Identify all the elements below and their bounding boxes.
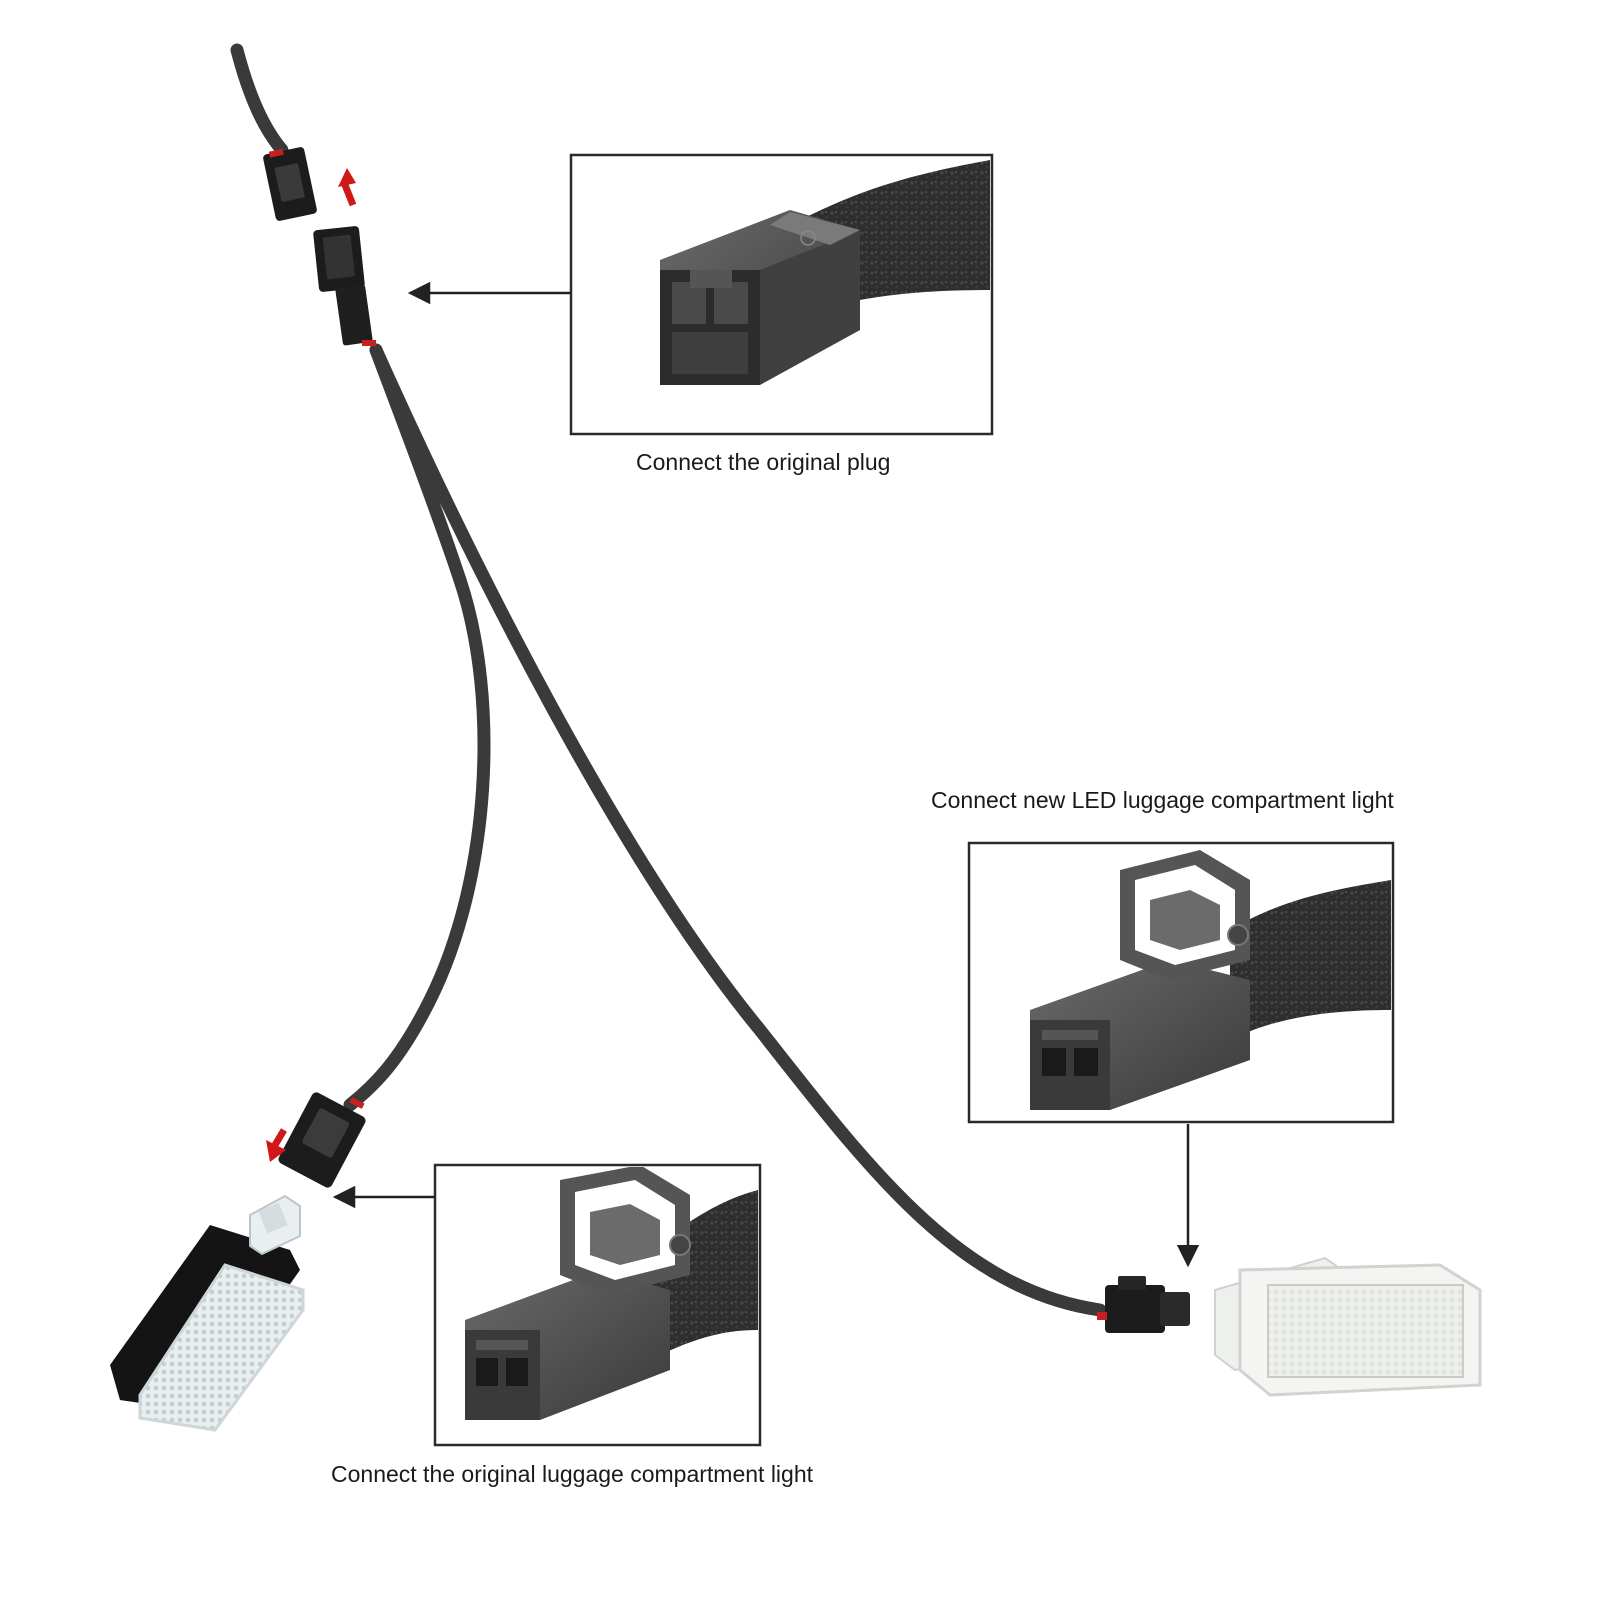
cable-branch-new — [369, 343, 1107, 1317]
callout-new-led-light — [967, 841, 1395, 1124]
cable-input — [230, 43, 289, 157]
caption-original-plug: Connect the original plug — [636, 449, 890, 475]
caption-new-led-light: Connect new LED luggage compartment ligh… — [931, 787, 1394, 813]
original-luggage-light-unit — [110, 1194, 305, 1432]
original-branch-connector — [278, 1092, 366, 1188]
callout-original-light — [433, 1163, 762, 1447]
new-branch-connector — [1097, 1276, 1190, 1333]
caption-original-light: Connect the original luggage compartment… — [331, 1461, 814, 1487]
top-connector-female — [263, 147, 317, 221]
socket-closeup-illustration-new — [1030, 850, 1391, 1110]
red-direction-arrow-icon — [266, 1128, 288, 1162]
red-direction-arrow-icon — [338, 168, 357, 207]
socket-closeup-illustration-original — [465, 1167, 758, 1420]
top-connector-male — [313, 226, 376, 346]
cable-branch-original — [343, 573, 491, 1112]
cable-harness — [230, 43, 1107, 1317]
new-led-luggage-light-unit — [1214, 1256, 1482, 1397]
plug-closeup-illustration — [660, 160, 990, 385]
callout-original-plug — [569, 153, 994, 436]
